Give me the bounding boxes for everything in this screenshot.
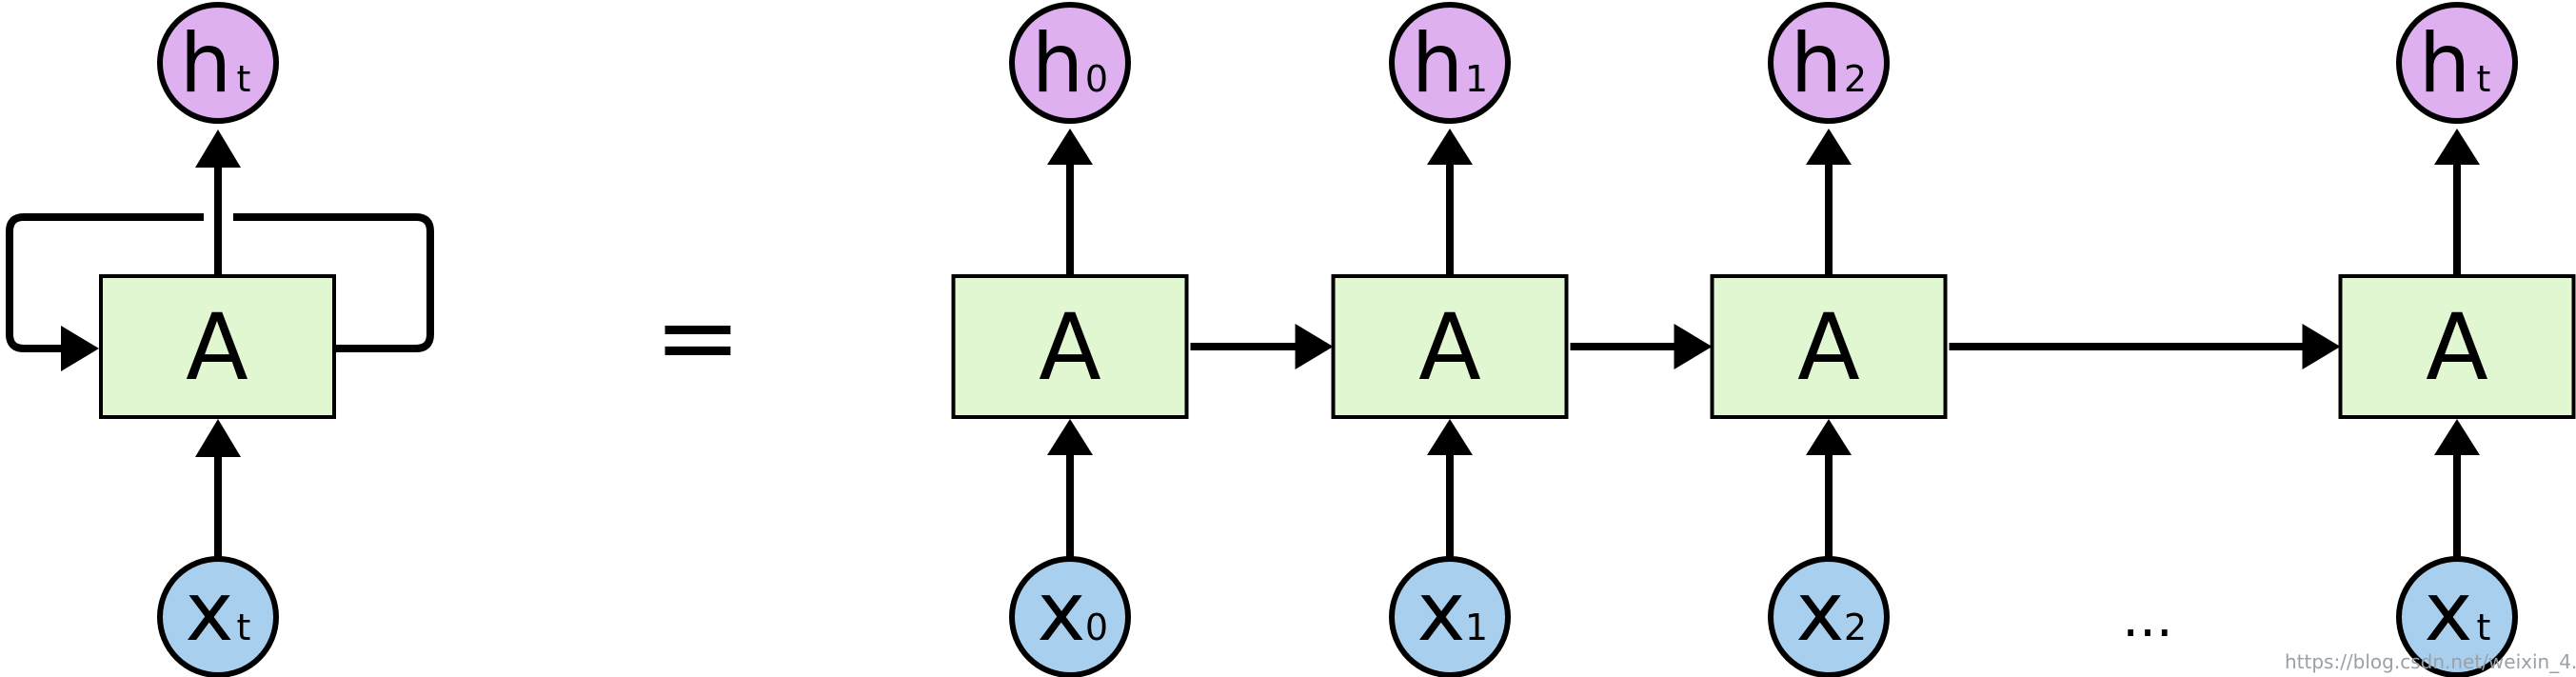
rnn-cell-label-1: A [1418, 294, 1481, 401]
rnn-cell-box-2 [1710, 274, 1948, 419]
rnn-cell-label: A [186, 294, 248, 401]
ellipsis: ... [2122, 587, 2172, 649]
hidden-node-subscript-1: 1 [1465, 58, 1488, 100]
hidden-arrowhead-2 [1806, 129, 1852, 165]
hidden-node-letter: h [180, 16, 232, 111]
hidden-node-0 [1009, 2, 1131, 124]
hidden-arrowhead-0 [1047, 129, 1093, 165]
input-node-letter: x [186, 565, 234, 660]
hidden-arrowhead-1 [1427, 129, 1473, 165]
watermark: https://blog.csdn.net/weixin_4... [2285, 650, 2576, 673]
hidden-node-letter-1: h [1412, 16, 1464, 111]
input-node-subscript: t [237, 607, 251, 648]
input-node-1 [1389, 556, 1511, 677]
input-node [157, 556, 279, 677]
input-node-subscript-2: 2 [1844, 607, 1867, 648]
loop-arrowhead [61, 326, 99, 371]
input-node-subscript-3: t [2477, 607, 2491, 648]
input-node-letter-3: x [2425, 565, 2473, 660]
input-arrowhead [195, 419, 241, 457]
input-node-letter-0: x [1038, 565, 1086, 660]
input-node-subscript-1: 1 [1465, 607, 1488, 648]
hidden-node-letter-3: h [2419, 16, 2471, 111]
rnn-cell-label-0: A [1039, 294, 1101, 401]
hidden-node-2 [1768, 2, 1890, 124]
input-node-2 [1768, 556, 1890, 677]
equals-sign: = [654, 276, 742, 398]
input-node-subscript-0: 0 [1085, 607, 1108, 648]
hidden-node-subscript-2: 2 [1844, 58, 1867, 100]
rnn-cell-box [99, 274, 336, 419]
hidden-state-arrowhead-1 [1674, 324, 1713, 369]
input-arrowhead-1 [1427, 419, 1473, 455]
rnn-cell-box-1 [1331, 274, 1569, 419]
rnn-cell-label-2: A [1797, 294, 1860, 401]
input-node-letter-1: x [1417, 565, 1466, 660]
hidden-node-subscript: t [237, 58, 251, 100]
recurrent-loop [233, 213, 434, 352]
hidden-node-subscript-0: 0 [1085, 58, 1108, 100]
input-node-3 [2396, 556, 2518, 677]
input-arrowhead-3 [2434, 419, 2480, 455]
hidden-node-subscript-3: t [2477, 58, 2491, 100]
hidden-state-arrowhead-2 [2302, 324, 2341, 369]
hidden-node-letter-2: h [1791, 16, 1843, 111]
hidden-node [157, 2, 279, 124]
hidden-arrowhead-3 [2434, 129, 2480, 165]
folded-rnn: A h t x t [6, 2, 434, 677]
hidden-node-1 [1389, 2, 1511, 124]
input-arrowhead-0 [1047, 419, 1093, 455]
hidden-arrowhead [195, 129, 241, 168]
input-node-0 [1009, 556, 1131, 677]
hidden-state-arrowhead-0 [1295, 324, 1334, 369]
rnn-cell-box-0 [951, 274, 1189, 419]
input-node-letter-2: x [1796, 565, 1845, 660]
recurrent-loop-left [6, 213, 204, 352]
rnn-cell-box-3 [2338, 274, 2576, 419]
rnn-cell-label-3: A [2426, 294, 2488, 401]
hidden-node-letter-0: h [1032, 16, 1084, 111]
input-arrowhead-2 [1806, 419, 1852, 455]
hidden-node-3 [2396, 2, 2518, 124]
